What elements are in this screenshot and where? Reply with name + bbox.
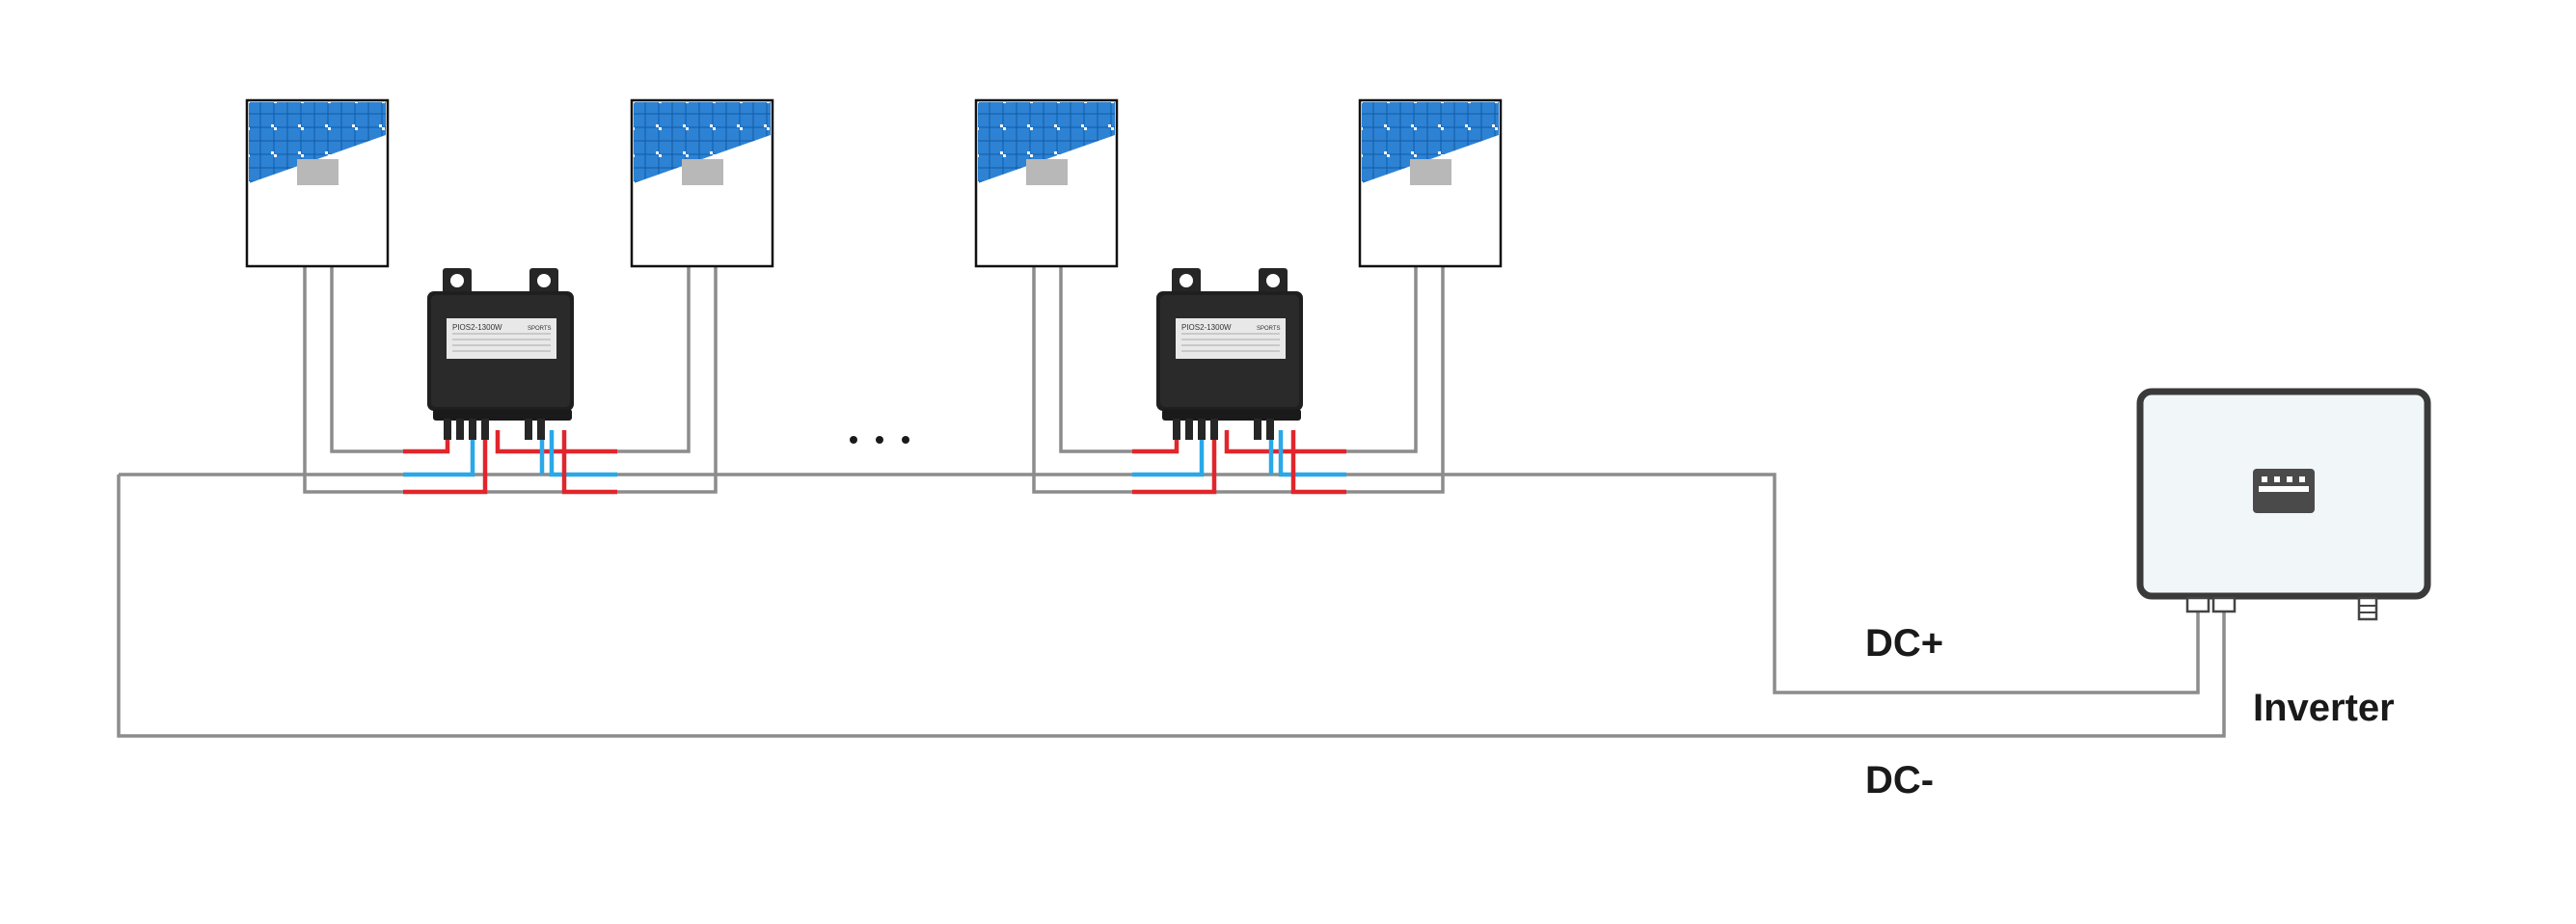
dc-plus-label: DC+: [1865, 622, 1943, 665]
solar-panel-icon: [974, 98, 1119, 268]
optimizer-icon: PIOS2-1300W SPORTS: [426, 267, 575, 441]
optimizer-model-label: PIOS2-1300W: [452, 323, 502, 332]
optimizer-icon: PIOS2-1300W SPORTS: [1155, 267, 1304, 441]
solar-panel-icon: [245, 98, 390, 268]
optimizer-leads-1: [403, 430, 617, 495]
dc-cables: [117, 266, 2226, 738]
solar-panel-icon: [630, 98, 774, 268]
display-icon: [2253, 469, 2315, 513]
optimizer-brand-label: SPORTS: [528, 326, 552, 332]
optimizer-model-label: PIOS2-1300W: [1181, 323, 1232, 332]
optimizer-leads-2: [1132, 430, 1346, 495]
dc-minus-label: DC-: [1865, 759, 1934, 802]
inverter-label: Inverter: [2253, 687, 2395, 729]
inverter-icon: [2136, 388, 2431, 621]
ellipsis: [850, 436, 909, 444]
optimizer-brand-label: SPORTS: [1257, 326, 1281, 332]
solar-panel-icon: [1358, 98, 1503, 268]
